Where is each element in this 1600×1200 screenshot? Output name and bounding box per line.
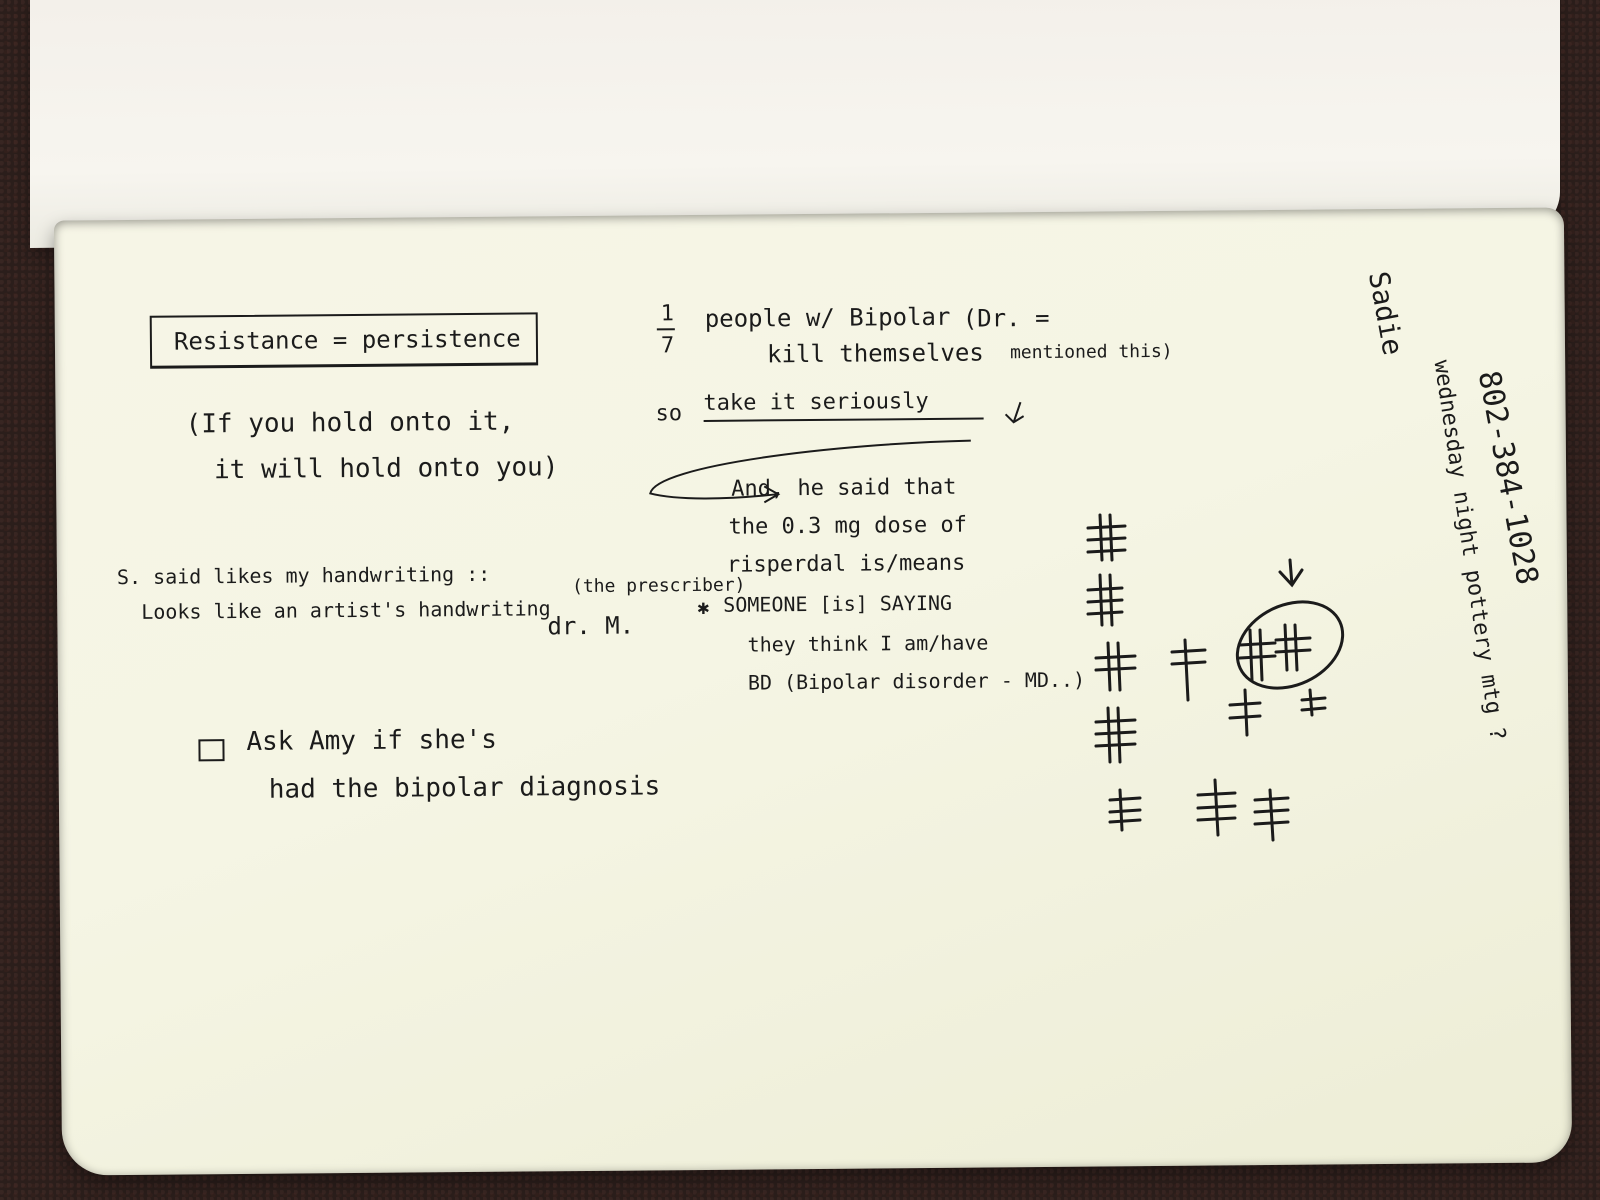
dr-note-line2: mentioned this) — [1009, 340, 1173, 364]
quote-line1: And, he said that — [731, 474, 957, 502]
arrow-curve — [649, 401, 1025, 504]
prescriber-name: dr. M. — [547, 611, 635, 641]
star-icon: ✱ — [697, 594, 710, 620]
paren-note-line2: it will hold onto you) — [213, 452, 559, 486]
tally-small-mark — [1300, 688, 1327, 717]
tally-group-4 — [1094, 706, 1137, 764]
handwriting-note-line2: Looks like an artist's handwriting — [141, 596, 551, 624]
notebook-page: Resistance = persistence (If you hold on… — [53, 207, 1573, 1176]
tally-circled — [1238, 623, 1312, 682]
tally-group-8 — [1253, 788, 1290, 842]
handwriting-note-line1: S. said likes my handwriting :: — [116, 561, 491, 590]
tally-group-3 — [1094, 641, 1137, 692]
quote-line5: they think I am/have — [747, 630, 989, 657]
tally-group-1 — [1086, 513, 1127, 562]
stat-line2: kill themselves — [766, 338, 984, 369]
tally-arrow-down — [1278, 558, 1304, 588]
tally-marks — [1086, 513, 1345, 842]
tally-group-9 — [1228, 688, 1262, 737]
dr-note-line1: (Dr. = — [962, 303, 1050, 333]
tally-group-5 — [1108, 788, 1142, 832]
tally-group-2 — [1086, 573, 1124, 627]
quote-line3: risperdal is/means — [726, 550, 966, 578]
fraction-denominator: 7 — [660, 333, 675, 359]
quote-line2: the 0.3 mg dose of — [728, 512, 968, 540]
todo-line1: Ask Amy if she's — [246, 724, 497, 757]
tally-circle — [1235, 600, 1345, 690]
quote-line4: SOMEONE [is] SAYING — [723, 590, 953, 617]
todo-checkbox[interactable] — [198, 739, 225, 762]
paren-note-line1: (If you hold onto it, — [185, 406, 515, 440]
fraction-bar — [656, 328, 675, 331]
boxed-note: Resistance = persistence — [149, 312, 539, 369]
fraction-numerator: 1 — [660, 301, 675, 327]
todo-line2: had the bipolar diagnosis — [268, 771, 661, 805]
tally-group-6 — [1170, 638, 1207, 702]
contact-name: Sadie — [1361, 268, 1410, 358]
stat-line1: people w/ Bipolar — [704, 302, 951, 333]
quote-line6: BD (Bipolar disorder - MD..) — [747, 667, 1086, 695]
tally-group-7 — [1196, 778, 1237, 837]
prescriber-label: (the prescriber) — [571, 574, 746, 598]
